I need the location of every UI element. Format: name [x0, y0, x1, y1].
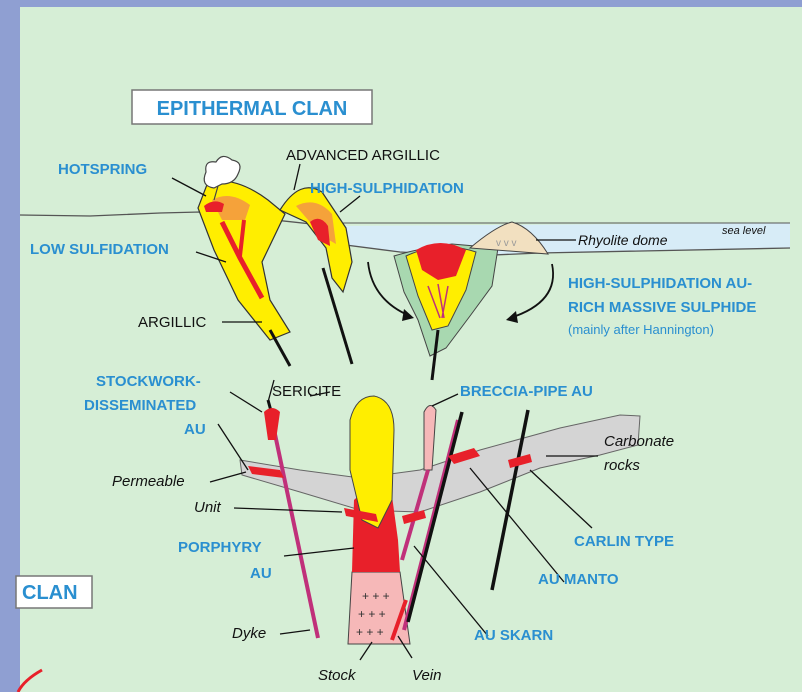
label-stock: Stock — [318, 667, 357, 684]
label-porphyry-2: AU — [250, 565, 272, 582]
label-high-sulphidation: HIGH-SULPHIDATION — [310, 180, 464, 197]
label-carbonate-2: rocks — [604, 457, 640, 474]
label-carlin-type: CARLIN TYPE — [574, 533, 674, 550]
label-porphyry-1: PORPHYRY — [178, 539, 262, 556]
label-hs-au-line-2: RICH MASSIVE SULPHIDE — [568, 299, 756, 316]
stock-pattern: + + + — [362, 589, 390, 603]
label-au-manto: AU MANTO — [538, 571, 619, 588]
page-title: EPITHERMAL CLAN — [157, 98, 348, 120]
label-stockwork-3: AU — [184, 421, 206, 438]
label-hs-au-line-1: HIGH-SULPHIDATION AU- — [568, 275, 752, 292]
label-sea-level: sea level — [722, 225, 766, 237]
label-carbonate-1: Carbonate — [604, 433, 674, 450]
rhyolite-dome-texture: v v v — [496, 238, 517, 249]
label-stockwork-2: DISSEMINATED — [84, 397, 196, 414]
side-clan-label: CLAN — [22, 582, 78, 604]
label-unit: Unit — [194, 499, 222, 516]
stock-pattern-2: + + + — [358, 607, 386, 621]
label-dyke: Dyke — [232, 625, 266, 642]
label-advanced-argillic: ADVANCED ARGILLIC — [286, 147, 440, 164]
stock-pattern-3: + + + — [356, 625, 384, 639]
label-stockwork-1: STOCKWORK- — [96, 373, 201, 390]
label-argillic: ARGILLIC — [138, 314, 207, 331]
label-permeable: Permeable — [112, 473, 185, 490]
label-hs-au-line-3: (mainly after Hannington) — [568, 322, 714, 337]
label-low-sulfidation: LOW SULFIDATION — [30, 241, 169, 258]
label-hotspring: HOTSPRING — [58, 161, 147, 178]
label-breccia-pipe: BRECCIA-PIPE AU — [460, 383, 593, 400]
label-vein: Vein — [412, 667, 441, 684]
label-au-skarn: AU SKARN — [474, 627, 553, 644]
label-rhyolite-dome: Rhyolite dome — [578, 232, 668, 248]
label-sericite: SERICITE — [272, 383, 341, 400]
